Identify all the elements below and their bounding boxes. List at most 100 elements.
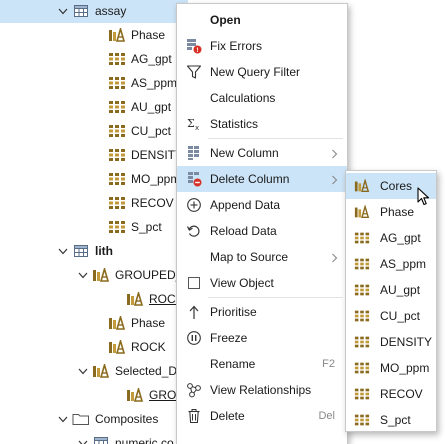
tree-item-rock[interactable]: ROCK <box>0 335 166 359</box>
tree-item-label: AG_gpt <box>131 52 172 66</box>
menu-item-new-query-filter[interactable]: New Query Filter <box>177 59 347 85</box>
tree-item-rock[interactable]: ROCK <box>0 287 184 311</box>
category-icon <box>92 267 110 283</box>
numeric-icon <box>354 386 370 402</box>
tree-item-s-pct[interactable]: S_pct <box>0 215 162 239</box>
table-icon <box>92 435 110 444</box>
submenu-item-mo-ppm[interactable]: MO_ppm <box>346 355 436 381</box>
tree-item-numeric-co[interactable]: numeric co <box>0 431 174 444</box>
submenu-item-au-gpt[interactable]: AU_gpt <box>346 277 436 303</box>
category-icon <box>108 339 126 355</box>
tree-item-mo-ppm[interactable]: MO_ppm <box>0 167 180 191</box>
menu-item-reload-data[interactable]: Reload Data <box>177 218 347 244</box>
category-icon <box>354 178 370 194</box>
numeric-icon <box>354 256 370 272</box>
tree-item-recov[interactable]: RECOV <box>0 191 174 215</box>
submenu-item-phase[interactable]: Phase <box>346 199 436 225</box>
menu-item-view-object[interactable]: View Object <box>177 270 347 296</box>
submenu-item-cu-pct[interactable]: CU_pct <box>346 303 436 329</box>
chevron-down-icon[interactable] <box>56 244 70 258</box>
menu-item-label: Calculations <box>210 91 276 105</box>
svg-text:!: ! <box>196 47 198 54</box>
tree-item-groupi[interactable]: GROUPI <box>0 383 196 407</box>
submenu-item-as-ppm[interactable]: AS_ppm <box>346 251 436 277</box>
chevron-down-icon[interactable] <box>76 268 90 282</box>
numeric-icon <box>354 412 370 428</box>
menu-item-prioritise[interactable]: Prioritise <box>177 299 347 325</box>
numeric-icon <box>108 99 126 115</box>
tree-item-selected-d[interactable]: Selected_D <box>0 359 177 383</box>
svg-text:x: x <box>195 124 199 132</box>
tree-item-label: Selected_D <box>115 364 178 378</box>
menu-item-label: New Column <box>210 146 279 160</box>
tree-item-label: RECOV <box>131 196 174 210</box>
menu-item-label: Reload Data <box>210 224 277 238</box>
category-icon <box>108 27 126 43</box>
tree-item-ag-gpt[interactable]: AG_gpt <box>0 47 172 71</box>
tree-item-cu-pct[interactable]: CU_pct <box>0 119 171 143</box>
chevron-right-icon <box>330 174 339 188</box>
menu-item-label: Delete <box>210 409 245 423</box>
menu-item-new-column[interactable]: New Column <box>177 140 347 166</box>
new-column-icon <box>186 145 202 161</box>
chevron-down-icon[interactable] <box>76 436 90 444</box>
chevron-down-icon[interactable] <box>56 4 70 18</box>
numeric-icon <box>354 360 370 376</box>
tree-item-as-ppm[interactable]: AS_ppm <box>0 71 177 95</box>
submenu-item-label: RECOV <box>380 387 423 401</box>
checkbox-icon <box>186 275 202 291</box>
menu-item-freeze[interactable]: Freeze <box>177 325 347 351</box>
submenu-item-label: S_pct <box>380 413 411 427</box>
menu-item-delete-column[interactable]: Delete Column <box>177 166 347 192</box>
chevron-down-icon[interactable] <box>56 412 70 426</box>
submenu-item-s-pct[interactable]: S_pct <box>346 407 436 433</box>
menu-item-view-relationships[interactable]: View Relationships <box>177 377 347 403</box>
menu-item-calculations[interactable]: Calculations <box>177 85 347 111</box>
menu-separator <box>208 138 343 139</box>
tree-item-phase[interactable]: Phase <box>0 311 165 335</box>
tree-item-density[interactable]: DENSITY <box>0 143 183 167</box>
tree-item-composites[interactable]: Composites <box>0 407 158 431</box>
menu-item-fix-errors[interactable]: ! Fix Errors <box>177 33 347 59</box>
relationships-icon <box>186 382 202 398</box>
tree-item-label: S_pct <box>131 220 162 234</box>
numeric-icon <box>354 282 370 298</box>
menu-item-label: Append Data <box>210 198 281 212</box>
submenu-item-cores[interactable]: Cores <box>346 173 436 199</box>
menu-item-append-data[interactable]: Append Data <box>177 192 347 218</box>
numeric-icon <box>108 195 126 211</box>
tree-item-label: AU_gpt <box>131 100 172 114</box>
tree-item-label: Phase <box>131 28 166 42</box>
table-icon <box>72 3 90 19</box>
submenu-item-density[interactable]: DENSITY <box>346 329 436 355</box>
menu-item-label: View Relationships <box>210 383 312 397</box>
menu-item-label: Statistics <box>210 117 259 131</box>
numeric-icon <box>108 147 126 163</box>
menu-item-label: Fix Errors <box>210 39 262 53</box>
submenu-item-recov[interactable]: RECOV <box>346 381 436 407</box>
tree-item-grouped-i[interactable]: GROUPED_I <box>0 263 186 287</box>
submenu-item-ag-gpt[interactable]: AG_gpt <box>346 225 436 251</box>
tree-item-lith[interactable]: lith <box>0 239 113 263</box>
tree-item-phase[interactable]: Phase <box>0 23 165 47</box>
tree-item-au-gpt[interactable]: AU_gpt <box>0 95 171 119</box>
submenu-item-label: AU_gpt <box>380 283 421 297</box>
chevron-down-icon[interactable] <box>76 364 90 378</box>
category-icon <box>92 363 110 379</box>
menu-item-label: Open <box>210 13 241 27</box>
menu-item-map-to-source[interactable]: Map to Source <box>177 244 347 270</box>
tree-item-label: Phase <box>131 316 166 330</box>
menu-item-open[interactable]: Open <box>177 7 347 33</box>
arrow-up-icon <box>186 304 202 320</box>
tree-item-label: Composites <box>95 412 159 426</box>
numeric-icon <box>108 51 126 67</box>
menu-item-label: View Object <box>210 276 274 290</box>
tree-item-assay[interactable]: assay <box>0 0 188 23</box>
menu-item-label: New Query Filter <box>210 65 301 79</box>
